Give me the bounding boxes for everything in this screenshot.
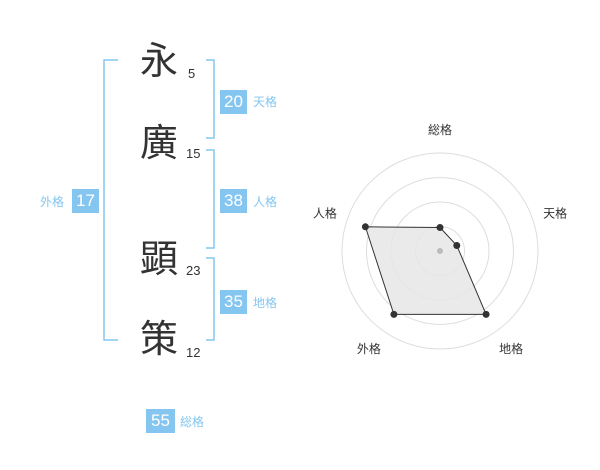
radar-axis-label-1: 総格 xyxy=(428,122,452,137)
name-char-2: 廣 xyxy=(140,121,179,165)
name-char-1: 永 xyxy=(140,39,179,83)
chikaku-bracket xyxy=(206,257,215,341)
jinkaku-bracket xyxy=(206,149,215,249)
stroke-count-4: 12 xyxy=(186,345,201,360)
radar-axis-label-2: 天格 xyxy=(543,206,567,221)
tenkaku-label: 天格 xyxy=(253,95,278,109)
radar-axis-label-5: 人格 xyxy=(313,206,337,221)
radar-center-dot xyxy=(437,248,443,254)
stroke-count-2: 15 xyxy=(186,146,201,161)
radar-axis-label-3: 地格 xyxy=(499,341,523,356)
chikaku-label: 地格 xyxy=(253,296,278,310)
chikaku-value: 35 xyxy=(220,290,247,314)
jinkaku-value: 38 xyxy=(220,189,247,213)
gaikaku-value: 17 xyxy=(72,189,99,213)
tenkaku-bracket xyxy=(206,59,215,139)
jinkaku-label: 人格 xyxy=(253,195,278,209)
radar-ring-4 xyxy=(341,152,539,350)
stroke-count-3: 23 xyxy=(186,263,201,278)
name-char-4: 策 xyxy=(140,317,179,361)
radar-point-1 xyxy=(436,224,444,231)
radar-point-5 xyxy=(361,223,369,231)
soukaku-value: 55 xyxy=(146,409,175,433)
radar-point-4 xyxy=(390,310,398,318)
stroke-count-1: 5 xyxy=(188,66,196,81)
gaikaku-bracket xyxy=(103,59,118,341)
tenkaku-value: 20 xyxy=(220,90,247,114)
radar-point-3 xyxy=(482,310,490,318)
radar-ring-3 xyxy=(366,177,514,325)
name-char-3: 顕 xyxy=(140,237,179,281)
gaikaku-label: 外格 xyxy=(40,195,65,209)
radar-axis-label-4: 外格 xyxy=(357,341,381,356)
soukaku-label: 総格 xyxy=(180,415,205,429)
radar-area xyxy=(364,226,487,315)
radar-point-2 xyxy=(453,242,461,249)
